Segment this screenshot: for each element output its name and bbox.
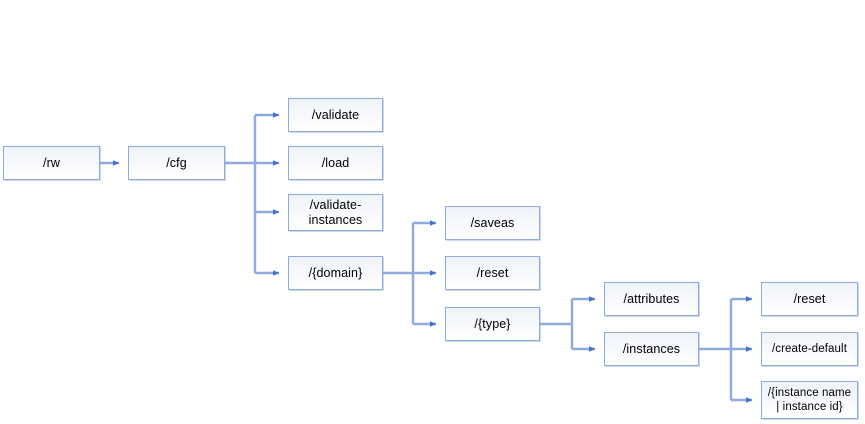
node-reset-domain[interactable]: /reset <box>445 256 540 290</box>
node-reset-instances[interactable]: /reset <box>761 282 858 316</box>
node-validate-instances[interactable]: /validate- instances <box>288 194 383 231</box>
node-instance-key[interactable]: /{instance name | instance id} <box>761 381 858 419</box>
node-rw[interactable]: /rw <box>3 146 100 180</box>
node-attributes[interactable]: /attributes <box>604 282 699 316</box>
node-load[interactable]: /load <box>288 146 383 180</box>
node-validate[interactable]: /validate <box>288 98 383 132</box>
node-cfg[interactable]: /cfg <box>128 146 225 180</box>
node-type[interactable]: /{type} <box>445 307 540 341</box>
node-create-default[interactable]: /create-default <box>761 332 858 366</box>
node-instances[interactable]: /instances <box>604 332 699 366</box>
node-saveas[interactable]: /saveas <box>445 206 540 240</box>
node-domain[interactable]: /{domain} <box>288 256 383 290</box>
